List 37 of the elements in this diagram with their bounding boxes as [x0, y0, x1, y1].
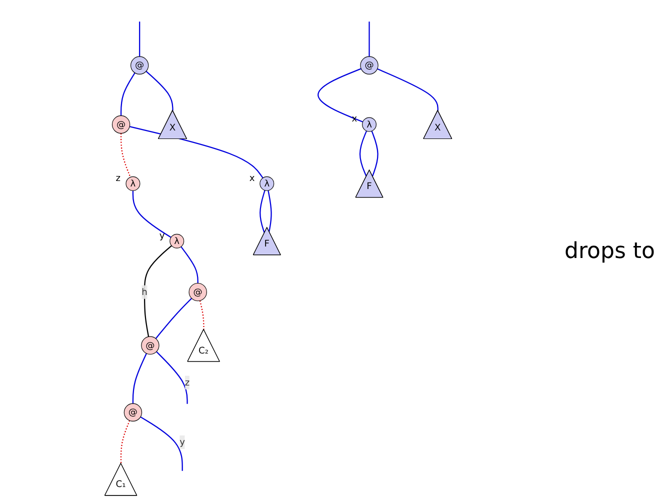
note-text: drops to [564, 238, 656, 264]
edge-label: z [184, 376, 190, 388]
edge-label: y [180, 436, 186, 448]
connector [260, 190, 266, 234]
connector [377, 68, 438, 111]
connector [368, 22, 370, 57]
connector [359, 130, 368, 177]
node-circle: @ [130, 56, 149, 74]
node-label: z [116, 172, 121, 184]
connector [144, 245, 172, 337]
connector [371, 130, 378, 176]
connector [139, 22, 140, 57]
node-circle: @ [112, 115, 130, 134]
connector [120, 133, 131, 178]
connector [132, 353, 147, 404]
node-circle: λ [362, 117, 376, 132]
connector [199, 300, 204, 330]
node-circle: @ [124, 403, 142, 422]
node-label: x [249, 172, 255, 184]
node-label: y [159, 230, 165, 241]
edge-label: h [142, 286, 148, 298]
connector [120, 420, 130, 464]
node-circle: λ [126, 176, 140, 191]
node-circle: @ [360, 56, 378, 74]
connector [120, 72, 136, 116]
connector [132, 190, 172, 238]
node-circle: @ [141, 336, 160, 355]
connector [318, 68, 364, 122]
connector [155, 298, 192, 339]
node-circle: @ [188, 282, 207, 302]
node-circle: λ [170, 234, 184, 248]
connector [268, 190, 272, 232]
connector [146, 70, 174, 111]
node-circle: λ [260, 176, 274, 191]
connector [156, 351, 188, 404]
connector [140, 416, 183, 471]
connector [180, 246, 198, 284]
